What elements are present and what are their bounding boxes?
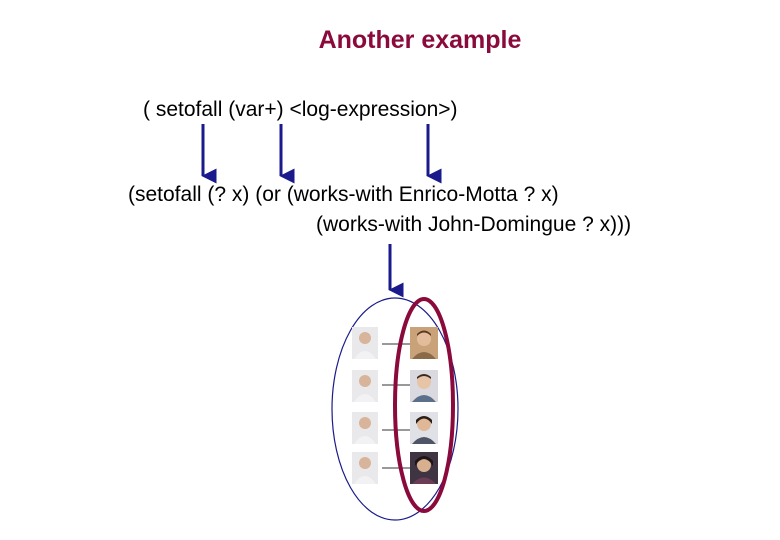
slide-title: Another example (318, 26, 522, 54)
selection-ring (393, 297, 455, 513)
person-photo-icon (352, 327, 378, 359)
example-expression-line-2: (works-with John-Domingue ? x))) (316, 213, 632, 236)
person-photo-icon (410, 370, 438, 402)
example-expression-line-1: (setofall (? x) (or (works-with Enrico-M… (128, 183, 559, 206)
person-photo-icon (410, 327, 438, 359)
person-photo-icon (410, 452, 438, 484)
syntax-expression: ( setofall (var+) <log-expression>) (143, 98, 458, 121)
person-photo-icon (410, 412, 438, 444)
left-person-column (352, 327, 378, 484)
person-photo-icon (352, 370, 378, 402)
right-person-column (410, 327, 438, 484)
person-photo-icon (352, 412, 378, 444)
person-photo-icon (352, 452, 378, 484)
result-set-ellipse (331, 297, 459, 521)
